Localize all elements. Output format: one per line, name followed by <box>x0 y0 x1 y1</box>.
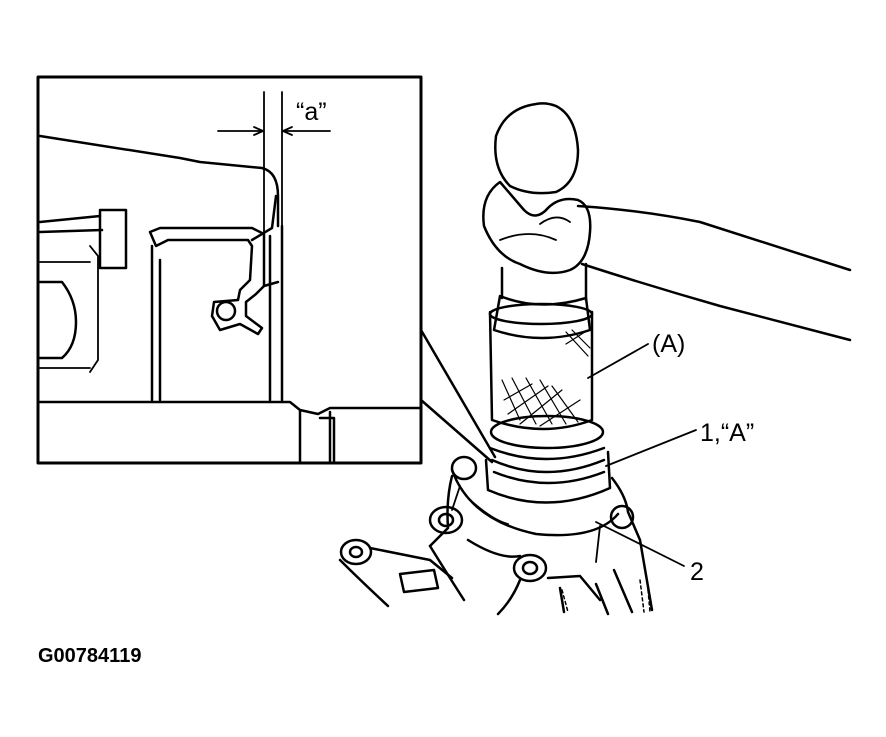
housing-bracket <box>340 548 452 606</box>
left-bearing-inner <box>40 246 98 372</box>
tool-lower-sleeve <box>490 312 592 429</box>
housing-body <box>430 476 652 610</box>
seal-label: 1,“A” <box>700 419 755 447</box>
seal-bore <box>486 452 610 503</box>
arm-lower-edge <box>582 264 850 340</box>
gap-dimension <box>218 92 330 240</box>
housing-shoulder <box>40 402 420 462</box>
housing-web <box>452 486 600 562</box>
gap-label: “a” <box>296 98 327 126</box>
seal-outer <box>491 416 603 448</box>
housing-inner-edge <box>40 216 102 232</box>
tool-body <box>502 264 586 300</box>
housing-top-edge <box>40 136 278 226</box>
left-bearing <box>40 282 76 358</box>
seal-spring <box>217 302 235 320</box>
housing-ribs <box>430 540 632 614</box>
housing-fins <box>562 580 650 612</box>
tool-knurl-upper <box>566 330 590 356</box>
housing-boss-1 <box>452 457 476 479</box>
tool-label: (A) <box>652 330 686 358</box>
figure-id: G00784119 <box>38 645 142 667</box>
housing-boss-5 <box>341 540 371 564</box>
seal-profile <box>150 228 264 334</box>
housing-boss-3-hole <box>439 514 453 526</box>
hand-knuckles <box>500 217 570 240</box>
housing-boss-4-hole <box>523 562 537 574</box>
inset-frame <box>38 77 421 463</box>
tool-neck <box>494 296 590 338</box>
part-label: 2 <box>690 558 704 586</box>
inset-callout-line-lower <box>421 400 492 462</box>
arm-upper-edge <box>578 206 850 270</box>
seal-rings <box>490 448 604 483</box>
housing-boss-4 <box>514 555 546 581</box>
tool-knurl <box>502 378 580 426</box>
flange-block <box>100 210 126 268</box>
housing-wall <box>270 226 282 400</box>
housing-boss-3 <box>430 507 462 533</box>
detail-inset <box>38 77 495 463</box>
shaft-wall <box>152 246 160 400</box>
hand <box>483 182 590 273</box>
tool-leader <box>588 344 648 378</box>
housing-step <box>320 418 334 462</box>
seal-leader <box>606 430 696 466</box>
tool-sleeve-top <box>490 304 592 324</box>
housing-boss-5-hole <box>350 547 362 557</box>
hammer-head <box>495 103 578 193</box>
main-illustration <box>340 103 850 614</box>
housing-boss-2 <box>611 506 633 528</box>
inset-callout-line-upper <box>421 330 495 457</box>
